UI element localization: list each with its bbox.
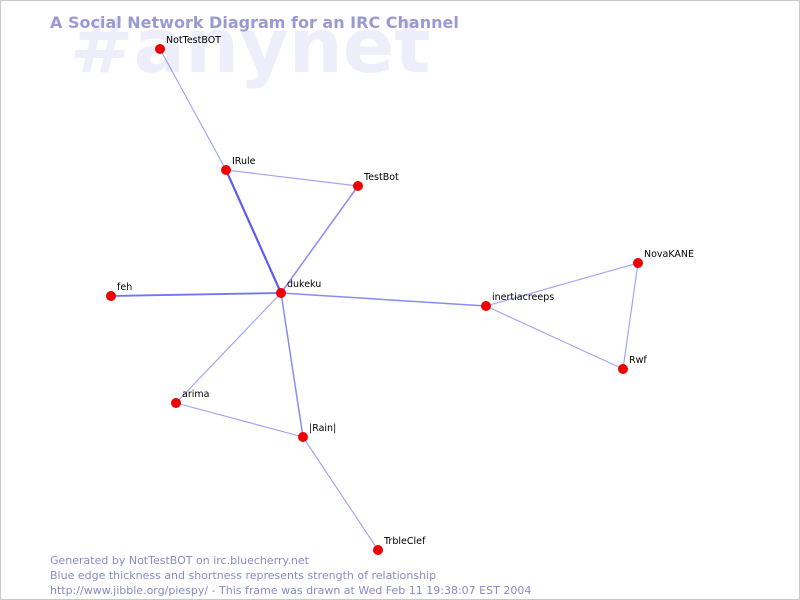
node-label: feh xyxy=(117,282,132,293)
node-inertiacreeps: inertiacreeps xyxy=(481,292,554,311)
edge-irule-testbot xyxy=(225,169,359,187)
node-dot xyxy=(618,364,628,374)
edge-dukeku-rain xyxy=(280,292,304,438)
page-title: A Social Network Diagram for an IRC Chan… xyxy=(50,13,459,32)
edge-dukeku-inertiacreeps xyxy=(280,292,487,307)
node-dukeku: dukeku xyxy=(276,279,321,298)
node-dot xyxy=(171,398,181,408)
node-dot xyxy=(353,181,363,191)
edge-irule-dukeku xyxy=(224,169,283,294)
node-dot xyxy=(106,291,116,301)
node-label: TestBot xyxy=(363,172,399,183)
edge-testbot-dukeku xyxy=(280,185,359,294)
channel-watermark: #anynet xyxy=(70,1,431,90)
node-label: NotTestBOT xyxy=(166,35,221,46)
node-nottestbot: NotTestBOT xyxy=(155,35,221,54)
node-irule: IRule xyxy=(221,156,256,175)
footer-url-timestamp: http://www.jibble.org/piespy/ - This fra… xyxy=(50,584,532,597)
node-dot xyxy=(373,545,383,555)
node-label: IRule xyxy=(232,156,256,167)
node-dot xyxy=(155,44,165,54)
footer-legend-note: Blue edge thickness and shortness repres… xyxy=(50,569,437,582)
node-label: TrbleClef xyxy=(383,536,426,547)
edge-inertiacreeps-rwf xyxy=(485,305,624,370)
node-dot xyxy=(298,432,308,442)
edge-feh-dukeku xyxy=(110,292,282,297)
node-dot xyxy=(633,258,643,268)
edge-nottestbot-irule xyxy=(159,48,227,171)
node-dot xyxy=(481,301,491,311)
node-testbot: TestBot xyxy=(353,172,399,191)
node-rain: |Rain| xyxy=(298,423,336,442)
edge-rain-trbleclef xyxy=(302,436,379,551)
edge-inertiacreeps-novakane xyxy=(485,262,639,307)
node-novakane: NovaKANE xyxy=(633,249,694,268)
node-rwf: Rwf xyxy=(618,355,647,374)
node-label: Rwf xyxy=(629,355,647,366)
node-label: dukeku xyxy=(287,279,321,290)
node-label: NovaKANE xyxy=(644,249,694,260)
node-label: inertiacreeps xyxy=(492,292,554,303)
footer: Generated by NotTestBOT on irc.bluecherr… xyxy=(50,553,531,598)
node-label: |Rain| xyxy=(309,423,336,434)
edge-arima-rain xyxy=(175,402,304,438)
node-arima: arima xyxy=(171,389,209,408)
footer-generated-by: Generated by NotTestBOT on irc.bluecherr… xyxy=(50,554,309,567)
edge-layer xyxy=(110,48,639,551)
edge-dukeku-arima xyxy=(175,292,282,404)
node-dot xyxy=(221,165,231,175)
node-feh: feh xyxy=(106,282,132,301)
node-trbleclef: TrbleClef xyxy=(373,536,426,555)
node-dot xyxy=(276,288,286,298)
edge-novakane-rwf xyxy=(622,262,639,370)
node-label: arima xyxy=(182,389,209,400)
